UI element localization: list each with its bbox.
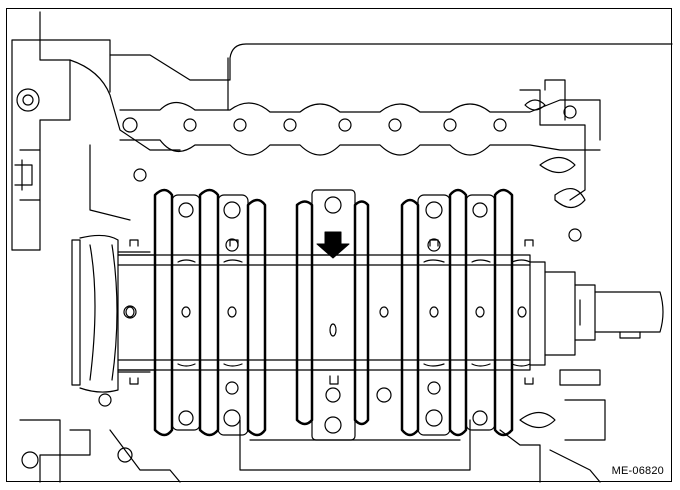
down-arrow-icon bbox=[316, 231, 350, 259]
figure-code: ME-06820 bbox=[611, 465, 664, 477]
crankshaft-snout bbox=[529, 261, 664, 366]
crankshaft bbox=[117, 188, 534, 441]
engine-block-outline bbox=[11, 11, 673, 483]
crank-pulley-flange bbox=[71, 234, 137, 393]
